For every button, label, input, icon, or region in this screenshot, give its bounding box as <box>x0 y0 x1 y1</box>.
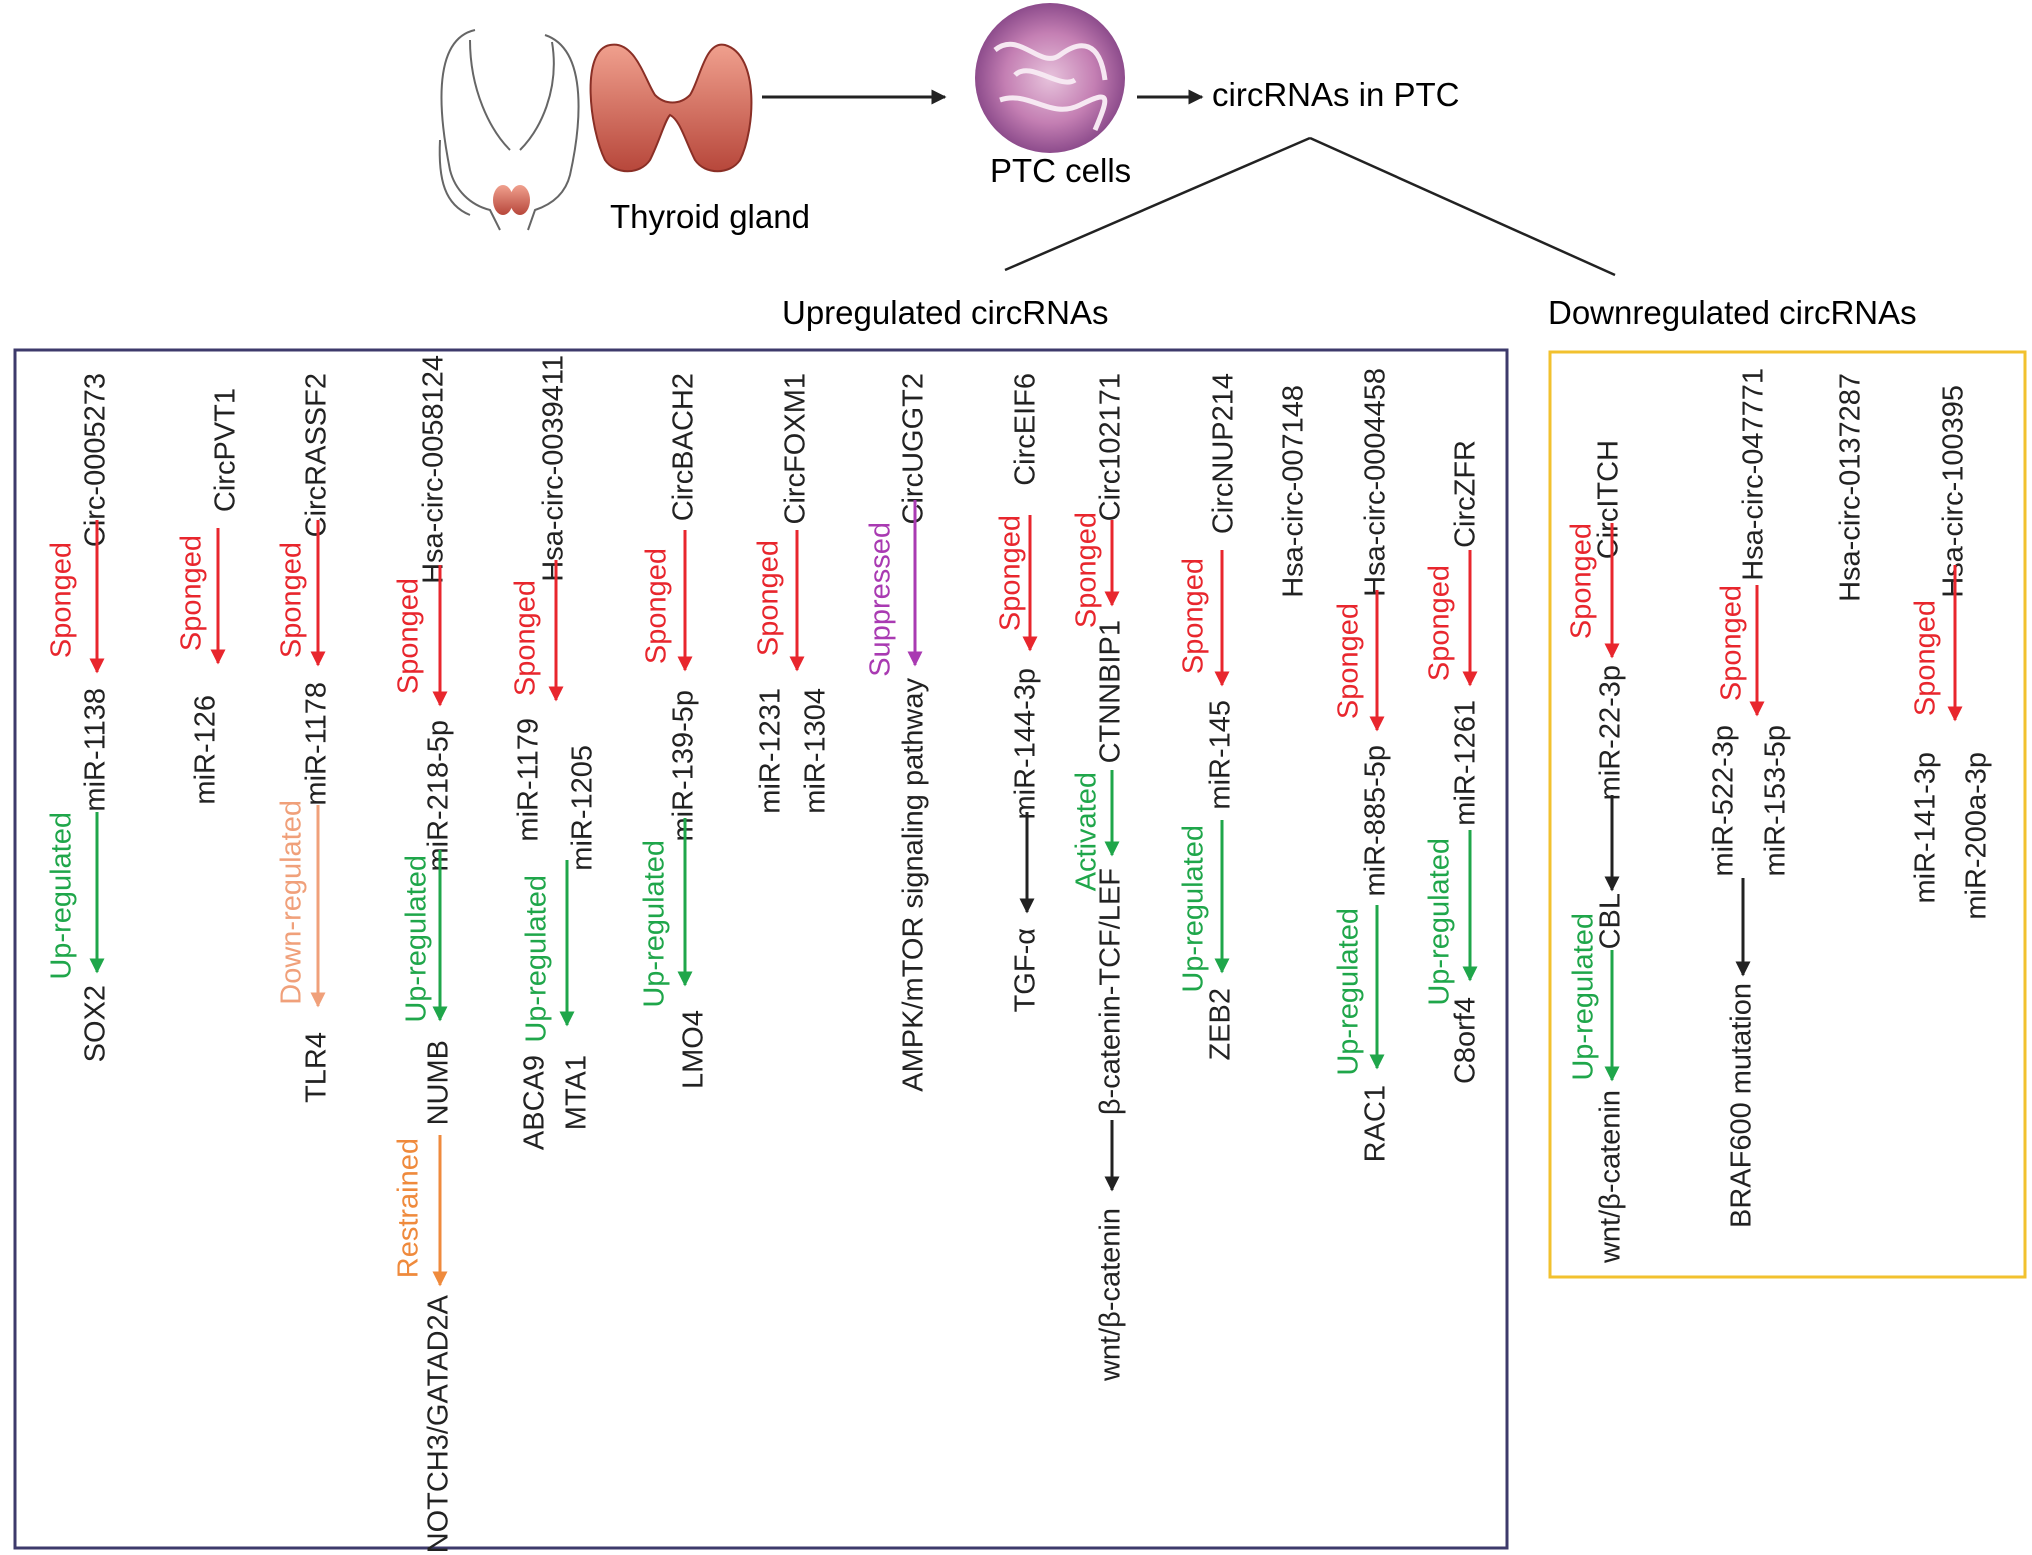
label-sponged: Sponged <box>995 515 1027 631</box>
branch-line-right <box>1309 136 1616 277</box>
circrna-circitch: CircITCH <box>1593 440 1625 559</box>
label-sponged: Sponged <box>276 542 308 658</box>
mirna-mir-139-5p: miR-139-5p <box>668 690 700 842</box>
label-up-regulated: Up-regulated <box>46 812 78 980</box>
target-abca9: ABCA9 <box>519 1055 551 1150</box>
mirna-ctnnbip1: CTNNBIP1 <box>1095 620 1127 763</box>
target-sox2: SOX2 <box>80 985 112 1062</box>
circrna-circpvt1: CircPVT1 <box>210 388 242 512</box>
mirna-mir-1231: miR-1231 <box>755 688 787 814</box>
circrna-hsa-circ-0004458: Hsa-circ-0004458 <box>1360 368 1392 597</box>
label-sponged: Sponged <box>1424 565 1456 681</box>
mirna-mir-1178: miR-1178 <box>301 682 333 806</box>
label-restrained: Restrained <box>393 1138 425 1278</box>
branch-line-left <box>1004 136 1311 272</box>
circrna-circuggt2: CircUGGT2 <box>898 373 930 524</box>
upregulated-box <box>13 348 1509 1550</box>
circrna-circzfr: CircZFR <box>1450 440 1482 548</box>
ptc-tissue-icon <box>975 3 1125 153</box>
circrna-hsa-circ-100395: Hsa-circ-100395 <box>1938 385 1970 598</box>
label-sponged: Sponged <box>510 580 542 696</box>
label-up-regulated: Up-regulated <box>639 840 671 1008</box>
circrna-hsa-circ-0058124: Hsa-circ-0058124 <box>418 355 450 584</box>
target-braf600-mutation: BRAF600 mutation <box>1726 983 1758 1228</box>
label-sponged: Sponged <box>641 548 673 664</box>
mirna-mir-218-5p: miR-218-5p <box>423 720 455 872</box>
mirna-mir-200a-3p: miR-200a-3p <box>1961 752 1993 920</box>
label-up-regulated: Up-regulated <box>521 875 553 1043</box>
final-notch3-gatad2a: NOTCH3/GATAD2A <box>423 1294 455 1553</box>
label-sponged: Sponged <box>753 540 785 656</box>
small-thyroid-icon <box>493 185 530 215</box>
mirna-mir-141-3p: miR-141-3p <box>1910 752 1942 904</box>
mirna-mir-1205: miR-1205 <box>567 745 599 871</box>
label-sponged: Sponged <box>1566 523 1598 639</box>
downregulated-circrnas-label: Downregulated circRNAs <box>1548 294 1917 331</box>
mirna-mir-1179: miR-1179 <box>513 718 545 842</box>
label-sponged: Sponged <box>1716 585 1748 701</box>
target-rac1: RAC1 <box>1360 1085 1392 1162</box>
label-activated: Activated <box>1071 772 1103 891</box>
mirna-mir-522-3p: miR-522-3p <box>1708 725 1740 877</box>
target-lmo4: LMO4 <box>678 1010 710 1089</box>
thyroid-gland-icon <box>589 43 753 173</box>
label-up-regulated: Up-regulated <box>1333 908 1365 1076</box>
downregulated-box <box>1548 350 2027 1279</box>
final-wnt-beta-catenin: wnt/β-catenin <box>1095 1208 1127 1382</box>
mirna-mir-22-3p: miR-22-3p <box>1595 665 1627 800</box>
label-up-regulated: Up-regulated <box>1178 825 1210 993</box>
circrna-hsa-circ-0039411: Hsa-circ-0039411 <box>538 355 570 582</box>
circrna-circbach2: CircBACH2 <box>668 373 700 521</box>
circrna-circeif6: CircEIF6 <box>1010 373 1042 486</box>
label-up-regulated: Up-regulated <box>1568 913 1600 1081</box>
label-suppressed: Suppressed <box>865 522 897 677</box>
target-ampk-mtor-pathway: AMPK/mTOR signaling pathway <box>898 678 930 1092</box>
label-sponged: Sponged <box>1333 603 1365 719</box>
label-down-regulated: Down-regulated <box>276 800 308 1005</box>
mirna-mir-145: miR-145 <box>1205 700 1237 810</box>
label-sponged: Sponged <box>176 535 208 651</box>
thyroid-gland-label: Thyroid gland <box>610 198 810 235</box>
circrna-circfoxm1: CircFOXM1 <box>780 373 812 524</box>
mirna-mir-144-3p: miR-144-3p <box>1010 668 1042 820</box>
target-zeb2: ZEB2 <box>1205 988 1237 1061</box>
target-c8orf4: C8orf4 <box>1450 997 1482 1084</box>
label-up-regulated: Up-regulated <box>401 855 433 1023</box>
label-sponged: Sponged <box>46 542 78 658</box>
circrna-circrassf2: CircRASSF2 <box>301 373 333 537</box>
head-sketch-icon <box>438 29 580 231</box>
target-numb: NUMB <box>423 1040 455 1125</box>
circrna-circnup214: CircNUP214 <box>1208 373 1240 534</box>
upregulated-circrnas-label: Upregulated circRNAs <box>782 294 1108 331</box>
circrna-circ102171: Circ102171 <box>1095 373 1127 521</box>
mirna-mir-1261: miR-1261 <box>1450 700 1482 826</box>
target-mta1: MTA1 <box>561 1055 593 1130</box>
mirna-mir-1304: miR-1304 <box>800 688 832 814</box>
label-up-regulated: Up-regulated <box>1424 838 1456 1006</box>
label-sponged: Sponged <box>393 578 425 694</box>
target-tlr4: TLR4 <box>301 1032 333 1103</box>
circrna-circ-0005273: Circ-0005273 <box>80 373 112 547</box>
mirna-mir-126: miR-126 <box>190 695 222 805</box>
target-tgf-alpha: TGF-α <box>1010 928 1042 1012</box>
ptc-cells-label: PTC cells <box>990 152 1131 189</box>
label-sponged: Sponged <box>1910 600 1942 716</box>
circrna-hsa-circ-007148: Hsa-circ-007148 <box>1278 385 1310 598</box>
circrnas-in-ptc-label: circRNAs in PTC <box>1212 76 1460 113</box>
circrna-hsa-circ-047771: Hsa-circ-047771 <box>1738 368 1770 581</box>
target-beta-catenin-tcf-lef: β-catenin-TCF/LEF <box>1095 868 1127 1115</box>
mirna-mir-885-5p: miR-885-5p <box>1360 745 1392 897</box>
mirna-mir-1138: miR-1138 <box>80 688 112 812</box>
mirna-mir-153-5p: miR-153-5p <box>1760 725 1792 877</box>
final-wnt-beta-catenin: wnt/β-catenin <box>1595 1090 1627 1264</box>
label-sponged: Sponged <box>1071 512 1103 628</box>
circrna-hsa-circ-0137287: Hsa-circ-0137287 <box>1835 373 1867 602</box>
label-sponged: Sponged <box>1178 558 1210 674</box>
target-cbl: CBL <box>1595 893 1627 949</box>
